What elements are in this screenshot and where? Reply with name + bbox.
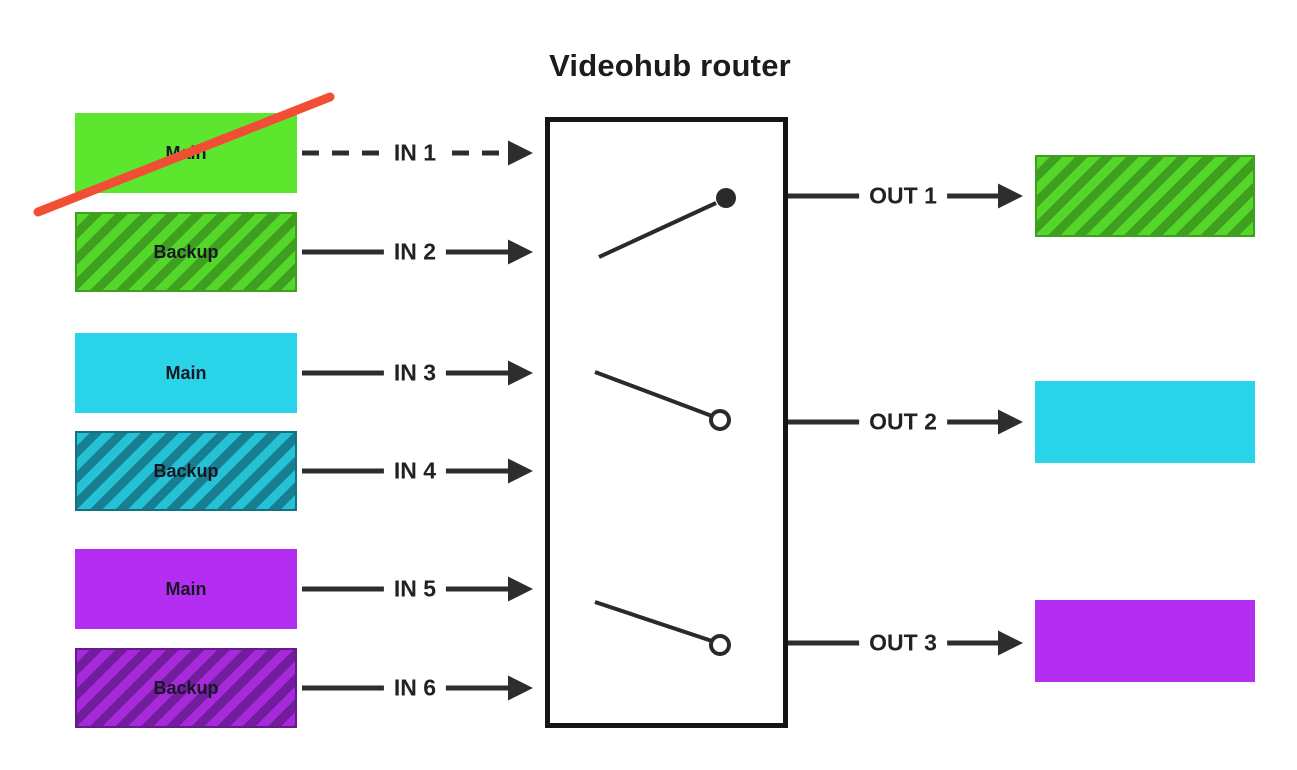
out-1-label: OUT 1 xyxy=(859,180,947,212)
diagram-title: Videohub router xyxy=(549,48,791,83)
source-cyan-main: Main xyxy=(75,333,297,413)
source-cyan-backup-label: Backup xyxy=(153,460,219,481)
output-box-3 xyxy=(1035,600,1255,682)
in-2-label: IN 2 xyxy=(383,236,447,268)
output-box-2 xyxy=(1035,381,1255,463)
source-cyan-backup: Backup xyxy=(75,431,297,511)
in-3-label: IN 3 xyxy=(383,357,447,389)
output-box-1 xyxy=(1035,155,1255,237)
source-purple-main-label: Main xyxy=(165,578,207,599)
in-5-label: IN 5 xyxy=(383,573,447,605)
source-cyan-main-label: Main xyxy=(165,362,207,383)
in-4-label: IN 4 xyxy=(383,455,447,487)
router-box xyxy=(545,117,788,728)
in-1-label: IN 1 xyxy=(383,137,447,169)
source-green-backup: Backup xyxy=(75,212,297,292)
source-green-main: Main xyxy=(75,113,297,193)
in-6-label: IN 6 xyxy=(383,672,447,704)
source-green-main-label: Main xyxy=(165,142,207,163)
source-purple-backup: Backup xyxy=(75,648,297,728)
out-3-label: OUT 3 xyxy=(859,627,947,659)
source-green-backup-label: Backup xyxy=(153,241,219,262)
source-purple-main: Main xyxy=(75,549,297,629)
source-purple-backup-label: Backup xyxy=(153,677,219,698)
out-2-label: OUT 2 xyxy=(859,406,947,438)
